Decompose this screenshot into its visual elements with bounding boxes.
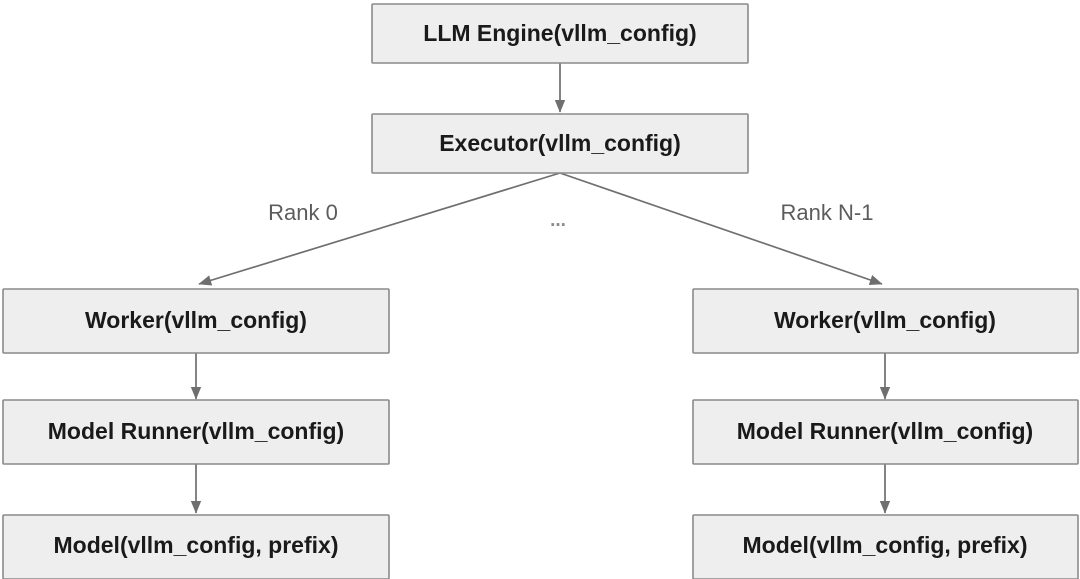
edge-label-rank-first: Rank 0	[268, 200, 338, 225]
node-model-runner-left-label: Model Runner(vllm_config)	[48, 418, 344, 444]
node-worker-left[interactable]: Worker(vllm_config)	[2, 288, 390, 354]
edge-executor-to-worker-left	[198, 172, 561, 286]
node-model-runner-right-label: Model Runner(vllm_config)	[737, 418, 1033, 444]
node-worker-right[interactable]: Worker(vllm_config)	[692, 288, 1079, 354]
edge-label-rank-last: Rank N-1	[781, 200, 874, 225]
edge-label-rank-ellipsis: ...	[550, 210, 566, 231]
node-llm-engine-label: LLM Engine(vllm_config)	[423, 20, 696, 46]
node-worker-right-box[interactable]	[692, 288, 1079, 354]
node-model-right-box[interactable]	[692, 514, 1079, 579]
edge-executor-to-worker-right	[559, 172, 883, 285]
node-model-runner-left-box[interactable]	[2, 399, 390, 465]
edges-group	[190, 63, 891, 514]
node-llm-engine[interactable]: LLM Engine(vllm_config)	[371, 3, 749, 64]
node-worker-left-label: Worker(vllm_config)	[85, 307, 307, 333]
node-worker-right-label: Worker(vllm_config)	[774, 307, 996, 333]
node-model-runner-left[interactable]: Model Runner(vllm_config)	[2, 399, 390, 465]
edge-labels-group: Rank 0 ... Rank N-1	[268, 200, 873, 231]
node-model-left-box[interactable]	[2, 514, 390, 579]
node-worker-left-box[interactable]	[2, 288, 390, 354]
node-model-right-label: Model(vllm_config, prefix)	[743, 532, 1028, 558]
node-executor[interactable]: Executor(vllm_config)	[371, 113, 749, 174]
node-llm-engine-box[interactable]	[371, 3, 749, 64]
node-model-left[interactable]: Model(vllm_config, prefix)	[2, 514, 390, 579]
node-executor-label: Executor(vllm_config)	[439, 130, 681, 156]
node-model-runner-right-box[interactable]	[692, 399, 1079, 465]
node-executor-box[interactable]	[371, 113, 749, 174]
node-model-runner-right[interactable]: Model Runner(vllm_config)	[692, 399, 1079, 465]
node-model-left-label: Model(vllm_config, prefix)	[54, 532, 339, 558]
node-model-right[interactable]: Model(vllm_config, prefix)	[692, 514, 1079, 579]
